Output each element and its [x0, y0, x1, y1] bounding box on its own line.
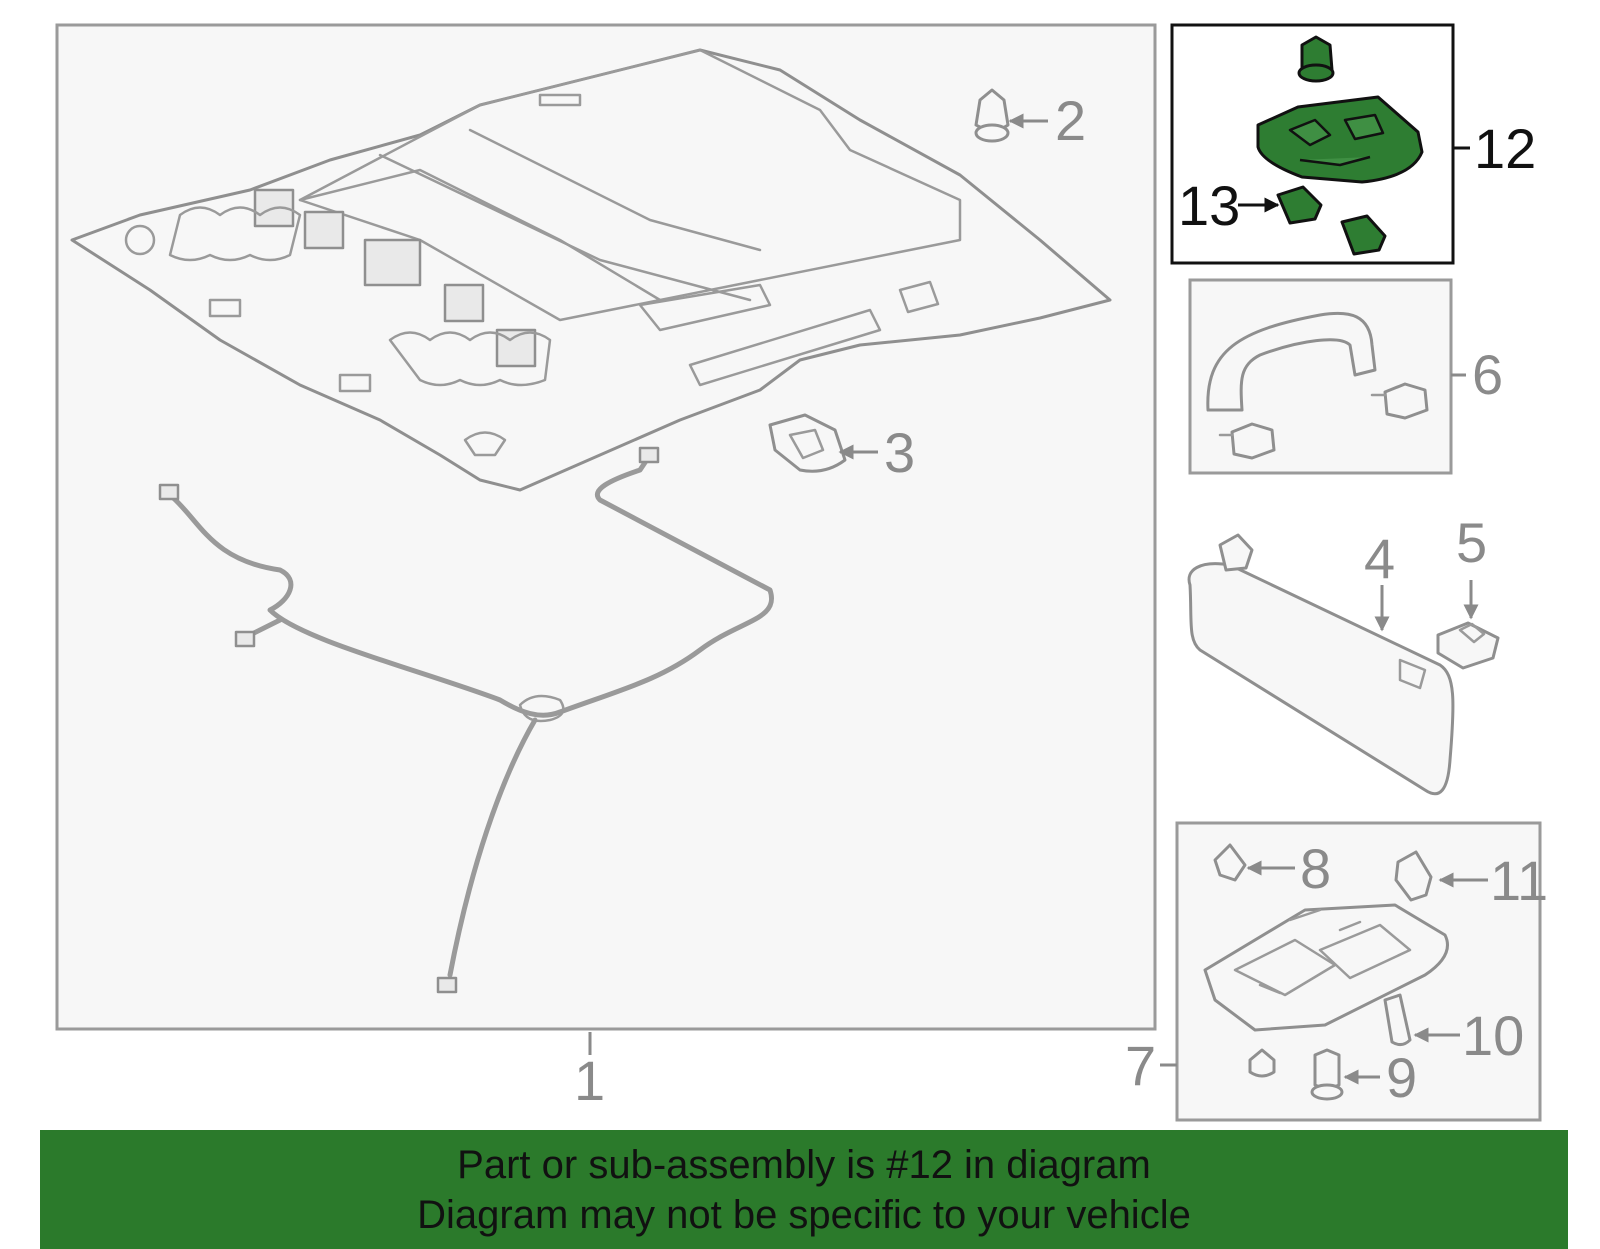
- assist-grip-part-6[interactable]: [1206, 311, 1429, 460]
- dome-light-assembly-part-12[interactable]: [1256, 35, 1424, 184]
- visor-holder-part-5[interactable]: [1436, 621, 1500, 670]
- callout-10: 10: [1462, 1004, 1524, 1067]
- callout-6: 6: [1472, 343, 1503, 406]
- map-lamp-part-7[interactable]: [1203, 903, 1449, 1032]
- info-banner: Part or sub-assembly is #12 in diagram D…: [40, 1130, 1568, 1249]
- callout-3: 3: [884, 421, 915, 484]
- callout-11: 11: [1490, 849, 1548, 912]
- clip-part-2[interactable]: [974, 88, 1010, 143]
- callout-8: 8: [1300, 837, 1331, 900]
- switch-part-11[interactable]: [1394, 850, 1433, 902]
- headliner-panel[interactable]: [70, 48, 1112, 492]
- parts-diagram: 1 2 3 4 5 6 7 8 9 10 11 12 13: [55, 23, 1548, 1122]
- callout-12: 12: [1474, 117, 1536, 180]
- bulb-part-13[interactable]: [1276, 185, 1387, 256]
- banner-line-1: Part or sub-assembly is #12 in diagram: [457, 1143, 1151, 1187]
- banner-line-2: Diagram may not be specific to your vehi…: [417, 1193, 1191, 1237]
- wire-harness[interactable]: [158, 446, 774, 994]
- callout-13: 13: [1178, 174, 1240, 237]
- callout-5: 5: [1456, 511, 1487, 574]
- callout-9: 9: [1386, 1046, 1417, 1109]
- callout-1: 1: [574, 1049, 605, 1112]
- lens-part-8[interactable]: [1213, 843, 1247, 882]
- screw-part-9[interactable]: [1310, 1048, 1344, 1101]
- sun-visor-part-4[interactable]: [1187, 533, 1455, 796]
- clip-unnumbered: [1248, 1048, 1276, 1078]
- bulb-part-10[interactable]: [1383, 993, 1412, 1047]
- callout-2: 2: [1055, 89, 1086, 152]
- callout-4: 4: [1364, 527, 1395, 590]
- callout-7: 7: [1125, 1034, 1156, 1097]
